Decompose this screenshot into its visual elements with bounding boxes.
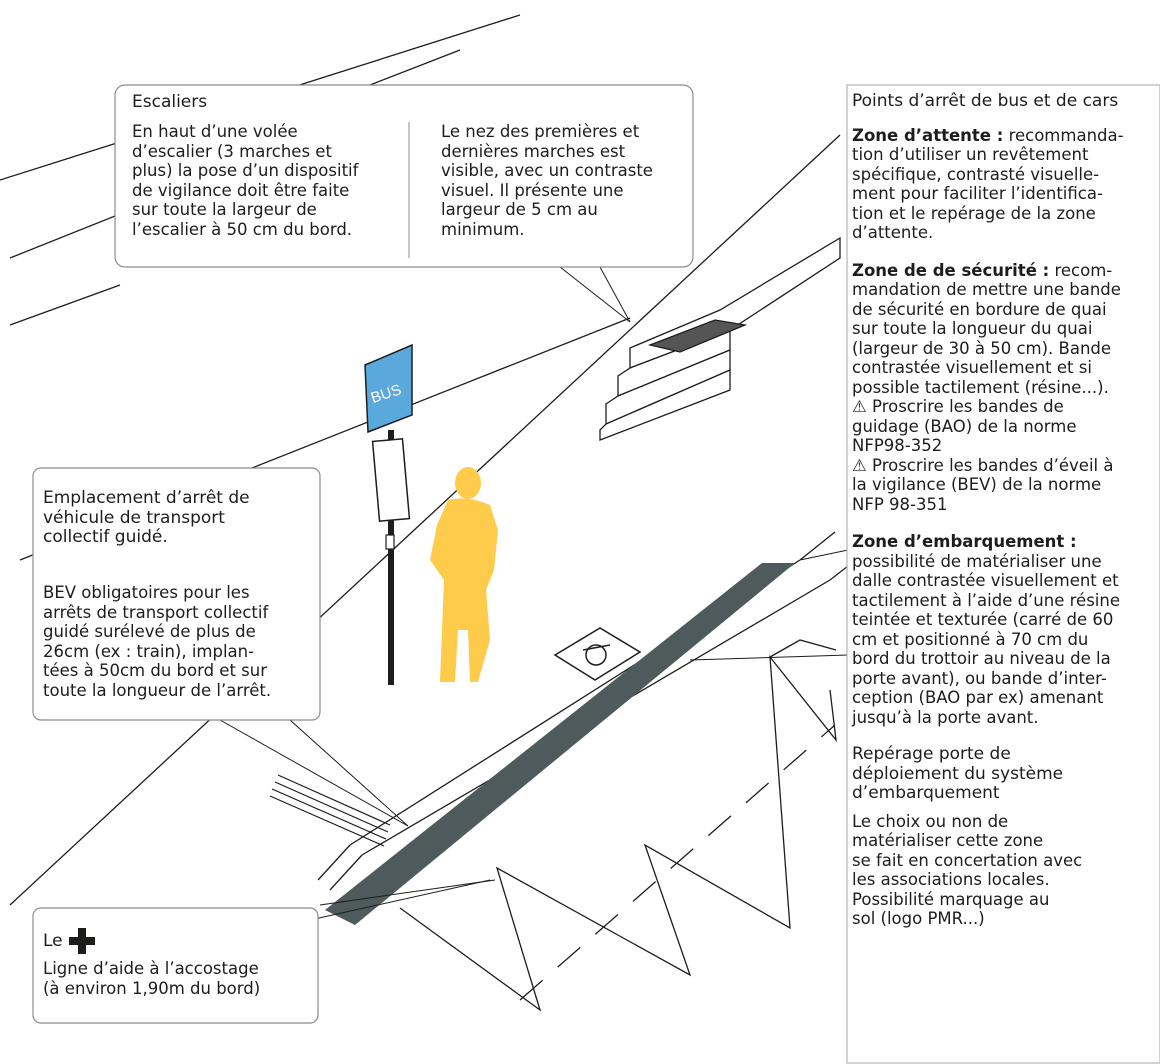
- waiting-zone-text: recommanda- tion d’utiliser un revêtemen…: [852, 125, 1124, 243]
- plus-icon: [69, 928, 95, 954]
- boarding-zone-heading: Zone d’embarquement :: [852, 532, 1077, 551]
- bus-stop-panel-frame: [846, 84, 1160, 1064]
- stairs-callout-left-text: En haut d’une volée d’escalier (3 marche…: [132, 122, 359, 239]
- bus-sign: [364, 343, 413, 434]
- stairs-callout-frame: [114, 84, 694, 268]
- docking-callout-frame: [32, 907, 319, 1024]
- docking-callout-title: Le: [43, 931, 63, 951]
- track-zigzag: [399, 639, 837, 1012]
- guided-transport-callout-title: Emplacement d’arrêt de véhicule de trans…: [43, 488, 250, 547]
- safety-zone-warning-awareness: ⚠ Proscrire les bandes d’éveil à la vigi…: [852, 455, 1114, 514]
- guided-transport-callout-text: BEV obligatoires pour les arrêts de tran…: [43, 583, 272, 700]
- person-figure: [430, 467, 498, 682]
- door-marking-heading: Repérage porte de déploiement du système…: [852, 744, 1064, 803]
- stairs-callout-right-text: Le nez des premières et dernières marche…: [441, 122, 653, 239]
- safety-zone: Zone de de sécurité : recom- mandation d…: [852, 261, 1157, 398]
- warning-stripes: [269, 774, 391, 847]
- wheelchair-icon: [553, 627, 642, 681]
- boarding-zone-text: possibilité de matérialiser une dalle co…: [852, 551, 1120, 727]
- safety-strip: [325, 563, 795, 925]
- stairs-callout-title: Escaliers: [132, 92, 208, 112]
- bus-stop-panel-title: Points d’arrêt de bus et de cars: [852, 91, 1119, 111]
- waiting-zone: Zone d’attente : recommanda- tion d’util…: [852, 126, 1157, 243]
- guided-transport-callout-frame: [32, 467, 321, 721]
- docking-callout-text: Ligne d’aide à l’accostage (à environ 1,…: [43, 959, 261, 998]
- leader-lines: [219, 266, 849, 921]
- door-marking-text: Le choix ou non de matérialiser cette zo…: [852, 811, 1083, 929]
- safety-zone-warning-guidance: ⚠ Proscrire les bandes de guidage (BAO) …: [852, 397, 1077, 455]
- safety-zone-text: recom- mandation de mettre une bande de …: [852, 260, 1121, 397]
- bus-stop-panel: Points d’arrêt de bus et de cars Zone d’…: [852, 91, 1157, 929]
- safety-zone-heading: Zone de de sécurité :: [852, 260, 1050, 280]
- waiting-zone-heading: Zone d’attente :: [852, 125, 1004, 145]
- stairs: [599, 236, 841, 441]
- docking-line: [519, 724, 836, 1001]
- bus-sign-pole: [364, 343, 413, 685]
